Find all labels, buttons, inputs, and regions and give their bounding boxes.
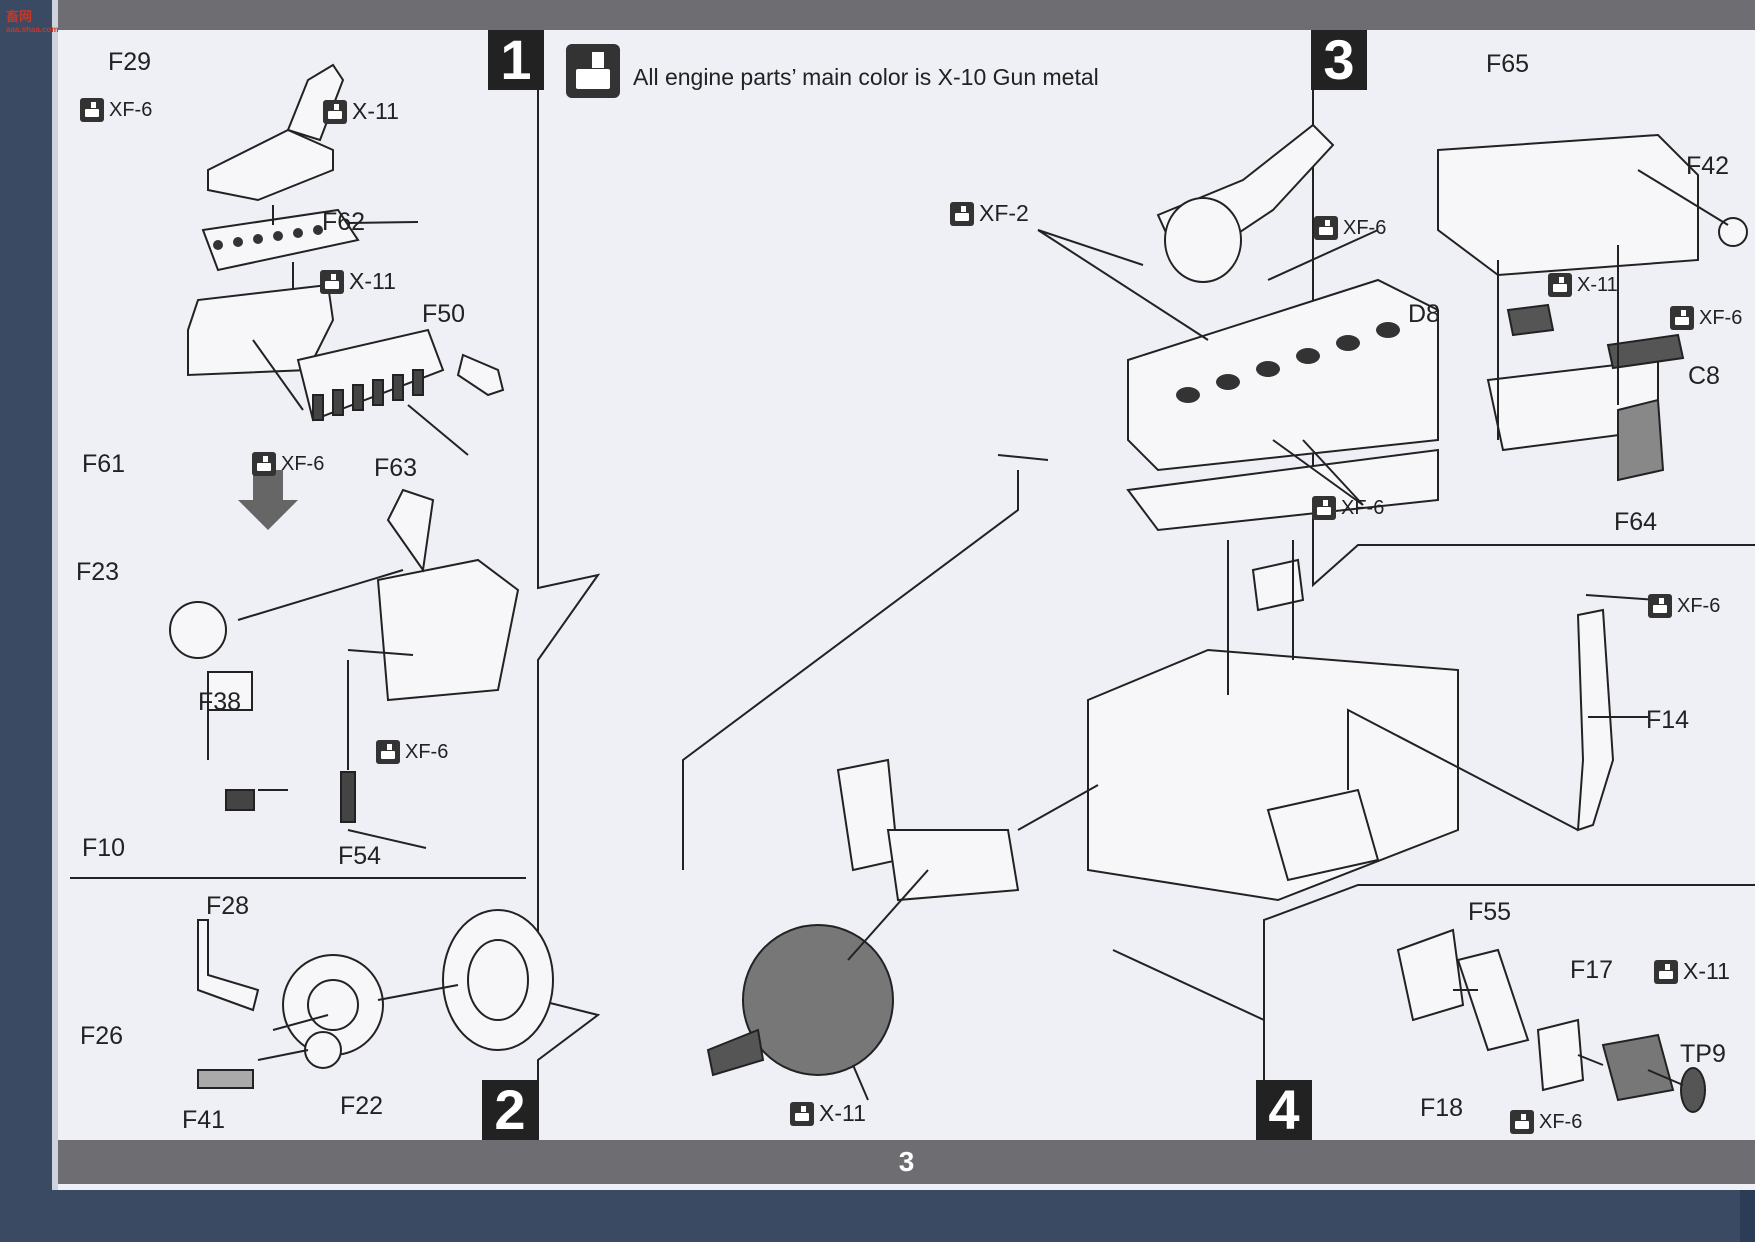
- paint-icon: [566, 44, 620, 98]
- paint-icon: [1312, 496, 1336, 520]
- paint-callout-x11: X-11: [323, 98, 399, 125]
- paint-callout-xf6: XF-6: [1312, 496, 1384, 520]
- step1-leaders: [207, 205, 469, 849]
- part-label-f38: F38: [198, 688, 242, 716]
- part-label-f50: F50: [422, 300, 466, 328]
- step-number-1: 1: [488, 30, 544, 90]
- paint-icon: [323, 99, 347, 124]
- divider-step4: [1263, 884, 1755, 1140]
- paint-code: X-11: [1683, 958, 1730, 984]
- part-label-f54: F54: [338, 842, 382, 870]
- step-number-3: 3: [1311, 30, 1367, 90]
- page-number: 3: [898, 1146, 915, 1177]
- paint-code: XF-6: [109, 98, 153, 121]
- instruction-text: All engine parts’ main color is X-10 Gun…: [633, 64, 1099, 90]
- paint-icon: [1648, 594, 1672, 618]
- paint-callout-xf6: XF-6: [1510, 1110, 1582, 1134]
- part-label-d8: D8: [1408, 300, 1440, 328]
- paint-callout-xf6: XF-6: [252, 452, 324, 476]
- line-art: [70, 40, 1755, 1140]
- paint-code: X-11: [349, 268, 396, 294]
- paint-code: XF-2: [979, 200, 1029, 226]
- part-label-f26: F26: [80, 1022, 124, 1050]
- step4-art: [1396, 928, 1706, 1113]
- paint-callout-x11: X-11: [790, 1100, 866, 1127]
- paint-icon: [1510, 1110, 1534, 1134]
- paint-code: XF-6: [1677, 594, 1721, 617]
- part-label-f55: F55: [1468, 898, 1512, 926]
- engine-leaders: [682, 229, 1579, 1101]
- step3-art: [1437, 133, 1748, 482]
- part-label-c8: C8: [1688, 362, 1720, 390]
- paint-code: XF-6: [1341, 496, 1385, 519]
- part-label-f28: F28: [206, 892, 250, 920]
- part-label-f18: F18: [1420, 1094, 1464, 1122]
- step1-art: [169, 63, 520, 823]
- step-number-2: 2: [482, 1080, 538, 1140]
- paint-icon: [1314, 216, 1338, 240]
- paint-icon: [320, 269, 344, 294]
- part-label-f63: F63: [374, 454, 418, 482]
- paint-icon: [790, 1101, 814, 1126]
- paint-code: X-11: [352, 98, 399, 124]
- part-label-f10: F10: [82, 834, 126, 862]
- engine-art: [706, 123, 1615, 1077]
- page-edge: [52, 0, 58, 1190]
- paint-callout-xf6: XF-6: [1648, 594, 1720, 618]
- site-watermark: 畜网 aaa.shaa.com: [6, 6, 58, 34]
- paint-code: XF-6: [405, 740, 449, 763]
- paint-callout-x11: X-11: [320, 268, 396, 295]
- paint-callout-x11: X-11: [1548, 273, 1618, 297]
- paint-code: X-11: [1577, 273, 1618, 296]
- paint-code: X-11: [819, 1100, 866, 1126]
- paint-callout-xf2: XF-2: [950, 200, 1029, 227]
- paint-icon: [1654, 959, 1678, 984]
- paint-callout-xf6: XF-6: [1314, 216, 1386, 240]
- paint-callout-xf6: XF-6: [376, 740, 448, 764]
- instruction-page: 1 2 3 4 All engine parts’ main color is …: [58, 0, 1755, 1190]
- paint-callout-xf6: XF-6: [80, 98, 152, 122]
- paint-icon: [1670, 306, 1694, 330]
- part-label-f29: F29: [108, 48, 152, 76]
- part-label-f17: F17: [1570, 956, 1614, 984]
- paint-icon: [376, 740, 400, 764]
- part-label-f64: F64: [1614, 508, 1658, 536]
- part-label-f14: F14: [1646, 706, 1690, 734]
- paint-icon: [80, 98, 104, 122]
- paint-icon: [950, 201, 974, 226]
- part-label-f23: F23: [76, 558, 120, 586]
- step-number-4: 4: [1256, 1080, 1312, 1140]
- paint-code: XF-6: [281, 452, 325, 475]
- paint-callout-xf6: XF-6: [1670, 306, 1742, 330]
- paint-code: XF-6: [1539, 1110, 1583, 1133]
- part-label-f62: F62: [322, 208, 366, 236]
- divider-left: [537, 40, 601, 1140]
- top-bar: [58, 0, 1755, 30]
- down-arrow: [238, 470, 298, 530]
- paint-code: XF-6: [1343, 216, 1387, 239]
- part-label-f41: F41: [182, 1106, 226, 1134]
- part-label-f61: F61: [82, 450, 126, 478]
- part-label-tp9: TP9: [1680, 1040, 1726, 1068]
- paint-code: XF-6: [1699, 306, 1743, 329]
- divider-diag: [1112, 949, 1265, 1021]
- paint-icon: [252, 452, 276, 476]
- paint-callout-x11: X-11: [1654, 958, 1730, 985]
- step2-art: [197, 909, 554, 1089]
- part-label-f42: F42: [1686, 152, 1730, 180]
- paint-icon: [1548, 273, 1572, 297]
- bottom-bar: [58, 1140, 1755, 1184]
- watermark-url: aaa.shaa.com: [6, 25, 59, 34]
- watermark-brand: 畜网: [6, 9, 33, 24]
- part-label-f22: F22: [340, 1092, 384, 1120]
- part-label-f65: F65: [1486, 50, 1530, 78]
